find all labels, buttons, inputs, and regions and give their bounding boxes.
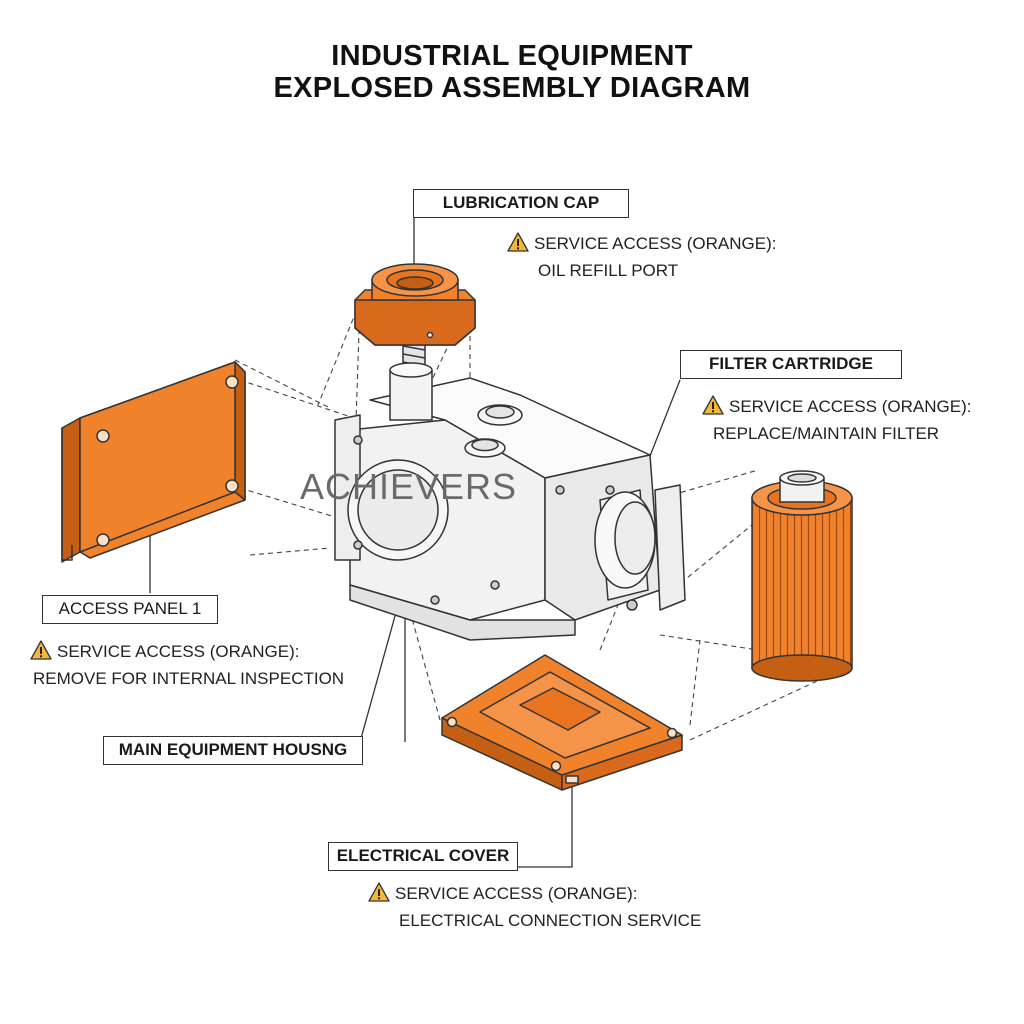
diagram-title-line-1: INDUSTRIAL EQUIPMENT xyxy=(331,40,693,72)
note-access-panel-1-line-1: SERVICE ACCESS (ORANGE): xyxy=(57,642,300,661)
warning-triangle-icon xyxy=(507,232,529,259)
note-electrical-cover-line-2: ELECTRICAL CONNECTION SERVICE xyxy=(399,911,702,930)
note-filter-cartridge: SERVICE ACCESS (ORANGE): REPLACE/MAINTAI… xyxy=(702,395,971,446)
label-main-equipment-housing: MAIN EQUIPMENT HOUSNG xyxy=(103,736,363,765)
note-access-panel-1-line-2: REMOVE FOR INTERNAL INSPECTION xyxy=(33,669,345,688)
note-lubrication-cap-line-2: OIL REFILL PORT xyxy=(538,261,679,280)
filter-cartridge xyxy=(751,470,853,682)
note-lubrication-cap: SERVICE ACCESS (ORANGE): OIL REFILL PORT xyxy=(507,232,776,283)
diagram-title-line-2: EXPLOSED ASSEMBLY DIAGRAM xyxy=(273,72,751,104)
note-filter-cartridge-line-2: REPLACE/MAINTAIN FILTER xyxy=(713,424,940,443)
main-housing xyxy=(334,377,686,641)
warning-triangle-icon xyxy=(368,882,390,909)
note-filter-cartridge-line-1: SERVICE ACCESS (ORANGE): xyxy=(729,397,972,416)
warning-triangle-icon xyxy=(702,395,724,422)
access-panel-1 xyxy=(61,361,246,563)
label-lubrication-cap: LUBRICATION CAP xyxy=(413,189,629,218)
label-electrical-cover: ELECTRICAL COVER xyxy=(328,842,518,871)
lubrication-cap xyxy=(354,263,476,421)
note-electrical-cover-line-1: SERVICE ACCESS (ORANGE): xyxy=(395,884,638,903)
note-access-panel-1: SERVICE ACCESS (ORANGE): REMOVE FOR INTE… xyxy=(30,640,344,691)
label-filter-cartridge: FILTER CARTRIDGE xyxy=(680,350,902,379)
note-electrical-cover: SERVICE ACCESS (ORANGE): ELECTRICAL CONN… xyxy=(368,882,701,933)
label-access-panel-1: ACCESS PANEL 1 xyxy=(42,595,218,624)
note-lubrication-cap-line-1: SERVICE ACCESS (ORANGE): xyxy=(534,234,777,253)
watermark: ACHIEVERS xyxy=(300,466,518,507)
warning-triangle-icon xyxy=(30,640,52,667)
electrical-cover xyxy=(441,654,683,791)
